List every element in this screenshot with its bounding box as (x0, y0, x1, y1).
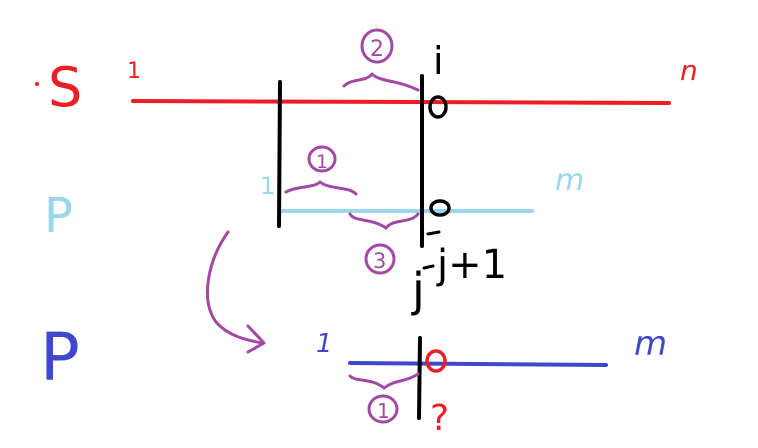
marker-j-bar (422, 264, 435, 270)
row-p-lower-line (348, 361, 608, 367)
shift-arrow (205, 230, 264, 345)
row-s-end-index: n (680, 54, 698, 87)
row-p-upper-label: P (44, 188, 73, 244)
left-vertical-guide (277, 80, 282, 228)
row-p-upper: P 1 m (44, 163, 584, 244)
row-s-label: S (48, 56, 82, 119)
row-p-lower: P 1 m (40, 319, 667, 396)
segment-2-brace (342, 72, 420, 92)
segment-3-brace (348, 212, 420, 230)
segment-1-lower-brace (348, 372, 420, 390)
segment-1-lower-circle (367, 394, 399, 424)
row-s-line (131, 99, 671, 105)
row-p-lower-label: P (40, 319, 80, 396)
annotations (205, 28, 420, 424)
segment-3-circle (364, 243, 396, 275)
segment-1-upper-circle (307, 145, 337, 173)
segment-1-upper-brace (284, 180, 358, 196)
segment-1-lower-label: 1 (377, 399, 390, 423)
row-p-upper-start-index: 1 (260, 172, 275, 200)
row-p-upper-end-index: m (555, 163, 584, 198)
row-p-lower-start-index: 1 (316, 329, 333, 359)
marker-j-plus-1: j+1 (436, 242, 507, 288)
unknown-marker: ? (430, 398, 449, 439)
lower-vertical-guide (417, 336, 422, 420)
segment-2-circle (360, 28, 394, 64)
segment-3-label: 3 (373, 249, 386, 273)
marker-j: j (411, 263, 425, 317)
row-s-start-index: 1 (127, 59, 141, 84)
row-s: S 1 n (35, 54, 698, 119)
marker-i: i (433, 39, 444, 83)
row-s-dot (35, 82, 39, 86)
marker-j-plus-1-bar (426, 230, 441, 236)
shift-arrow-head (246, 324, 266, 354)
position-j1-circle (429, 199, 451, 217)
segment-2-label: 2 (370, 37, 384, 62)
position-j-circle (425, 349, 447, 373)
row-p-lower-end-index: m (634, 324, 667, 364)
position-i-circle (428, 95, 448, 119)
segment-1-upper-label: 1 (316, 151, 328, 173)
